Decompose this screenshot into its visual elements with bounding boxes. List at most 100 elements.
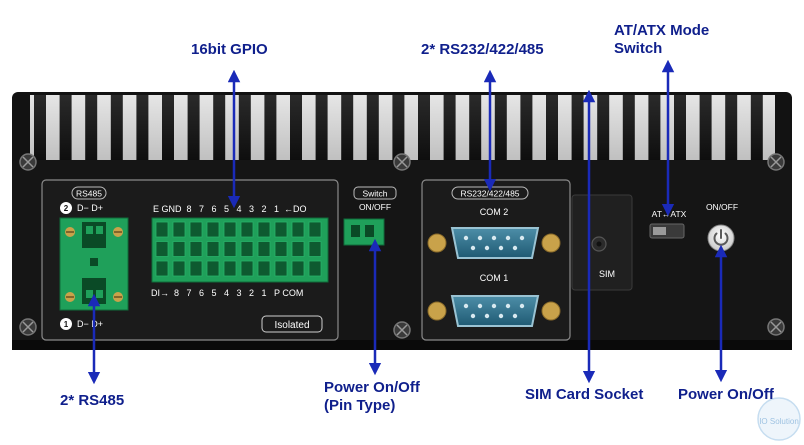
gpio-block: E GND 8 7 6 5 4 3 2 1 ←DO DI→ 8 7 6 5 4 …: [151, 204, 329, 333]
db9-pin: [505, 303, 511, 309]
heatsink-fin: [187, 95, 200, 165]
power-button-block: ON/OFF: [706, 202, 738, 252]
heatsink-fin: [238, 95, 251, 165]
heatsink-fin: [290, 95, 302, 165]
power-button[interactable]: [707, 224, 735, 252]
gpio-terminal-cell: [291, 241, 305, 257]
heatsink-fin: [674, 95, 686, 165]
gpio-bottom-pin-labels: DI→ 8 7 6 5 4 3 2 1 P COM: [151, 288, 303, 298]
rs485-title-badge: [71, 186, 107, 200]
power-button-label: ON/OFF: [706, 202, 738, 212]
screw-icon: [19, 318, 37, 336]
power-icon: [713, 229, 729, 246]
rs485-terminal-screw-icon: [65, 292, 75, 302]
heatsink-fin: [110, 95, 123, 165]
switch-onoff-label: ON/OFF: [359, 202, 391, 212]
heatsink-fin: [699, 95, 712, 165]
gpio-terminal-cell: [240, 241, 254, 257]
heatsink-fin: [264, 95, 277, 165]
rs485-terminal-screw-icon: [113, 227, 123, 237]
db9-pin: [519, 235, 525, 241]
rs485-port2-number-badge: [60, 202, 72, 214]
gpio-terminal-cell: [189, 241, 203, 257]
heatsink-fin: [443, 95, 456, 165]
gpio-terminal-cell: [189, 260, 203, 277]
watermark-logo: IO Solution: [757, 397, 801, 441]
at-atx-label: AT↔ATX: [652, 209, 687, 219]
heatsink-fin: [469, 95, 482, 165]
db9-pin: [463, 235, 469, 241]
db9-pin: [505, 235, 511, 241]
screw-icon: [19, 153, 37, 171]
com-callout: 2* RS232/422/485: [421, 41, 544, 58]
gpio-terminal-cell: [223, 221, 237, 238]
gpio-terminal-cell: [291, 221, 305, 238]
gpio-terminal-cell: [206, 241, 220, 257]
screw-icon: [393, 153, 411, 171]
db9-pin: [484, 245, 490, 251]
sim-block: SIM: [571, 194, 633, 291]
gpio-terminal-cell: [206, 260, 220, 277]
rs485-title: RS485: [76, 189, 102, 199]
gpio-callout: 16bit GPIO: [191, 41, 268, 58]
sim-eject-icon: [591, 236, 607, 252]
heatsink-fin: [494, 95, 507, 165]
heatsink-fin: [750, 95, 763, 165]
heatsink-fin: [366, 95, 379, 165]
pin-power-terminal: [343, 218, 385, 246]
db9-pin: [512, 313, 518, 319]
gpio-terminal-cell: [155, 260, 169, 277]
gpio-terminal-cell: [206, 221, 220, 238]
heatsink-fin: [213, 95, 226, 165]
gpio-terminal-cell: [172, 221, 186, 238]
gpio-terminal-cell: [308, 221, 322, 238]
db9-pin: [477, 303, 483, 309]
watermark-text: IO Solution: [759, 417, 799, 426]
db9-pin: [491, 303, 497, 309]
rs485-port1-number-badge: [60, 318, 72, 330]
gpio-terminal-cell: [172, 260, 186, 277]
heatsink-fin: [162, 95, 174, 165]
screw-icon: [393, 321, 411, 339]
db9-pin: [470, 245, 476, 251]
heatsink-fin: [597, 95, 610, 165]
heatsink-fin: [136, 95, 149, 165]
gpio-terminal-cell: [291, 260, 305, 277]
heatsink-fins: [34, 95, 763, 165]
power-button-callout: Power On/Off: [678, 386, 774, 403]
rs485-terminal-screw-icon: [113, 292, 123, 302]
sim-label: SIM: [599, 269, 615, 279]
callout-arrows: [87, 59, 728, 385]
gpio-terminal-cells: [155, 221, 322, 277]
gpio-terminal-cell: [155, 221, 169, 238]
heatsink-fin: [85, 95, 98, 165]
gpio-terminal-cell: [172, 241, 186, 257]
rs485-port2-socket: [82, 222, 106, 248]
gpio-isolated-badge: [261, 315, 323, 333]
rs485-port1-number: 1: [64, 320, 69, 329]
at-atx-block: AT↔ATX: [649, 209, 687, 239]
gpio-top-pin-labels: E GND 8 7 6 5 4 3 2 1 ←DO: [153, 204, 307, 214]
heatsink-fin: [392, 95, 405, 165]
rs485-callout: 2* RS485: [60, 392, 125, 409]
gpio-terminal-cell: [240, 260, 254, 277]
db9-pin: [519, 303, 525, 309]
screw-icon: [767, 318, 785, 336]
gpio-terminal-cell: [274, 260, 288, 277]
heatsink-fin: [546, 95, 558, 165]
gpio-terminal-cell: [257, 260, 271, 277]
com2-label: COM 2: [480, 207, 509, 217]
heatsink-fin: [725, 95, 738, 165]
db9-pin: [463, 303, 469, 309]
rs485-latch: [90, 258, 98, 266]
heatsink-fin: [418, 95, 430, 165]
chassis-screws: [19, 153, 785, 339]
heatsink-fin: [34, 95, 46, 165]
screw-icon: [767, 153, 785, 171]
gpio-terminal-cell: [257, 241, 271, 257]
gpio-terminal-cell: [223, 260, 237, 277]
gpio-terminal-cell: [240, 221, 254, 238]
db9-pin: [498, 313, 504, 319]
gpio-terminal-cell: [274, 221, 288, 238]
